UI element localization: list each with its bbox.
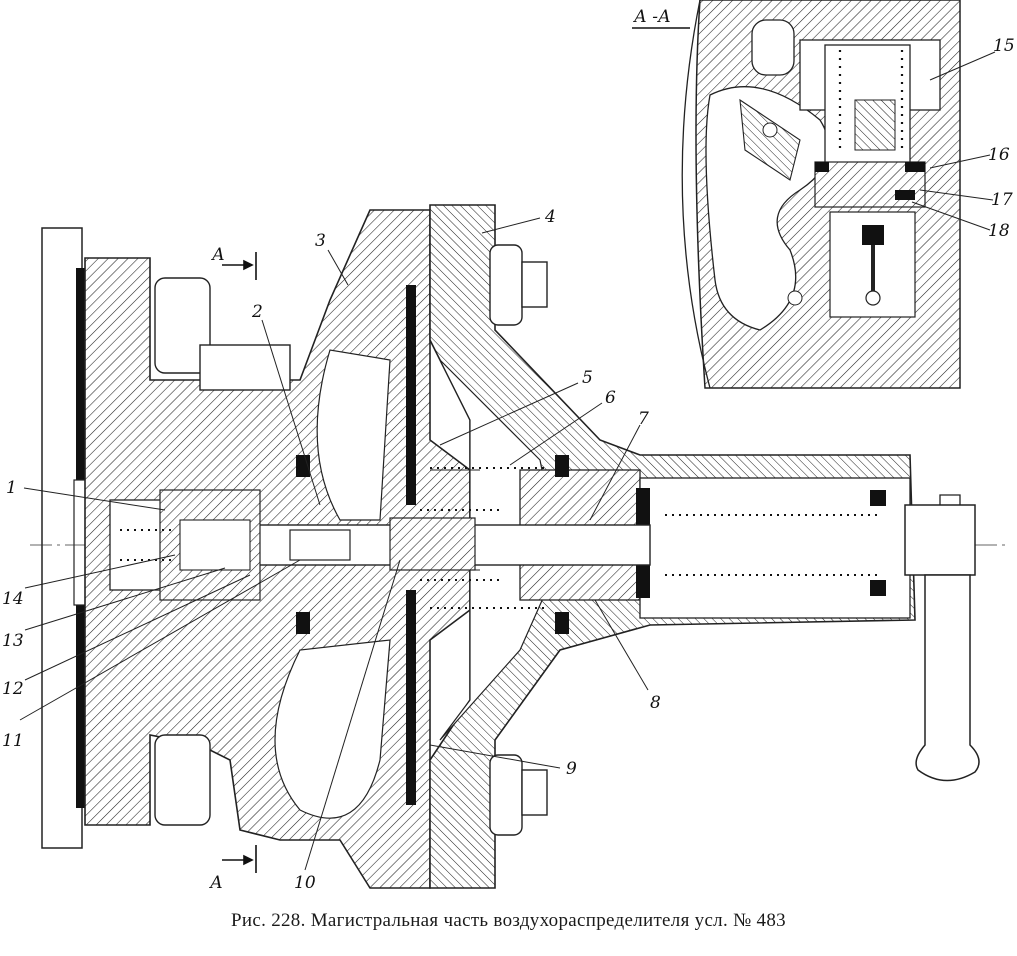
callout-1: 1 — [6, 478, 17, 498]
section-title: А -А — [633, 7, 671, 27]
figure-caption: Рис. 228. Магистральная часть воздухорас… — [231, 910, 786, 931]
callout-10: 10 — [294, 873, 316, 893]
callout-2: 2 — [251, 302, 263, 322]
callout-8: 8 — [650, 693, 661, 713]
callout-18: 18 — [988, 221, 1010, 241]
leader-lines — [19, 51, 996, 871]
section-cut-marks — [222, 27, 690, 873]
callout-12: 12 — [2, 679, 24, 699]
callout-17: 17 — [991, 190, 1013, 210]
section-inset — [681, 0, 961, 389]
callout-16: 16 — [988, 145, 1010, 165]
springs — [120, 467, 880, 609]
callout-3: 3 — [315, 231, 326, 251]
callout-9: 9 — [566, 759, 577, 779]
stem-assembly — [109, 467, 880, 609]
callout-labels: 1 2 3 4 5 6 7 8 9 10 11 12 13 14 15 16 1… — [2, 7, 1015, 893]
fasteners — [154, 244, 548, 836]
section-mark-top: А — [211, 245, 225, 265]
callout-14: 14 — [2, 589, 24, 609]
callout-13: 13 — [2, 631, 24, 651]
cut-off-handle — [904, 494, 980, 782]
callout-15: 15 — [993, 36, 1015, 56]
callout-5: 5 — [582, 368, 593, 388]
section-mark-bottom: А — [209, 873, 223, 893]
callout-11: 11 — [2, 731, 24, 751]
callout-7: 7 — [638, 409, 649, 429]
callout-4: 4 — [544, 207, 556, 227]
callout-6: 6 — [605, 388, 616, 408]
mounting-flange — [30, 227, 1010, 849]
